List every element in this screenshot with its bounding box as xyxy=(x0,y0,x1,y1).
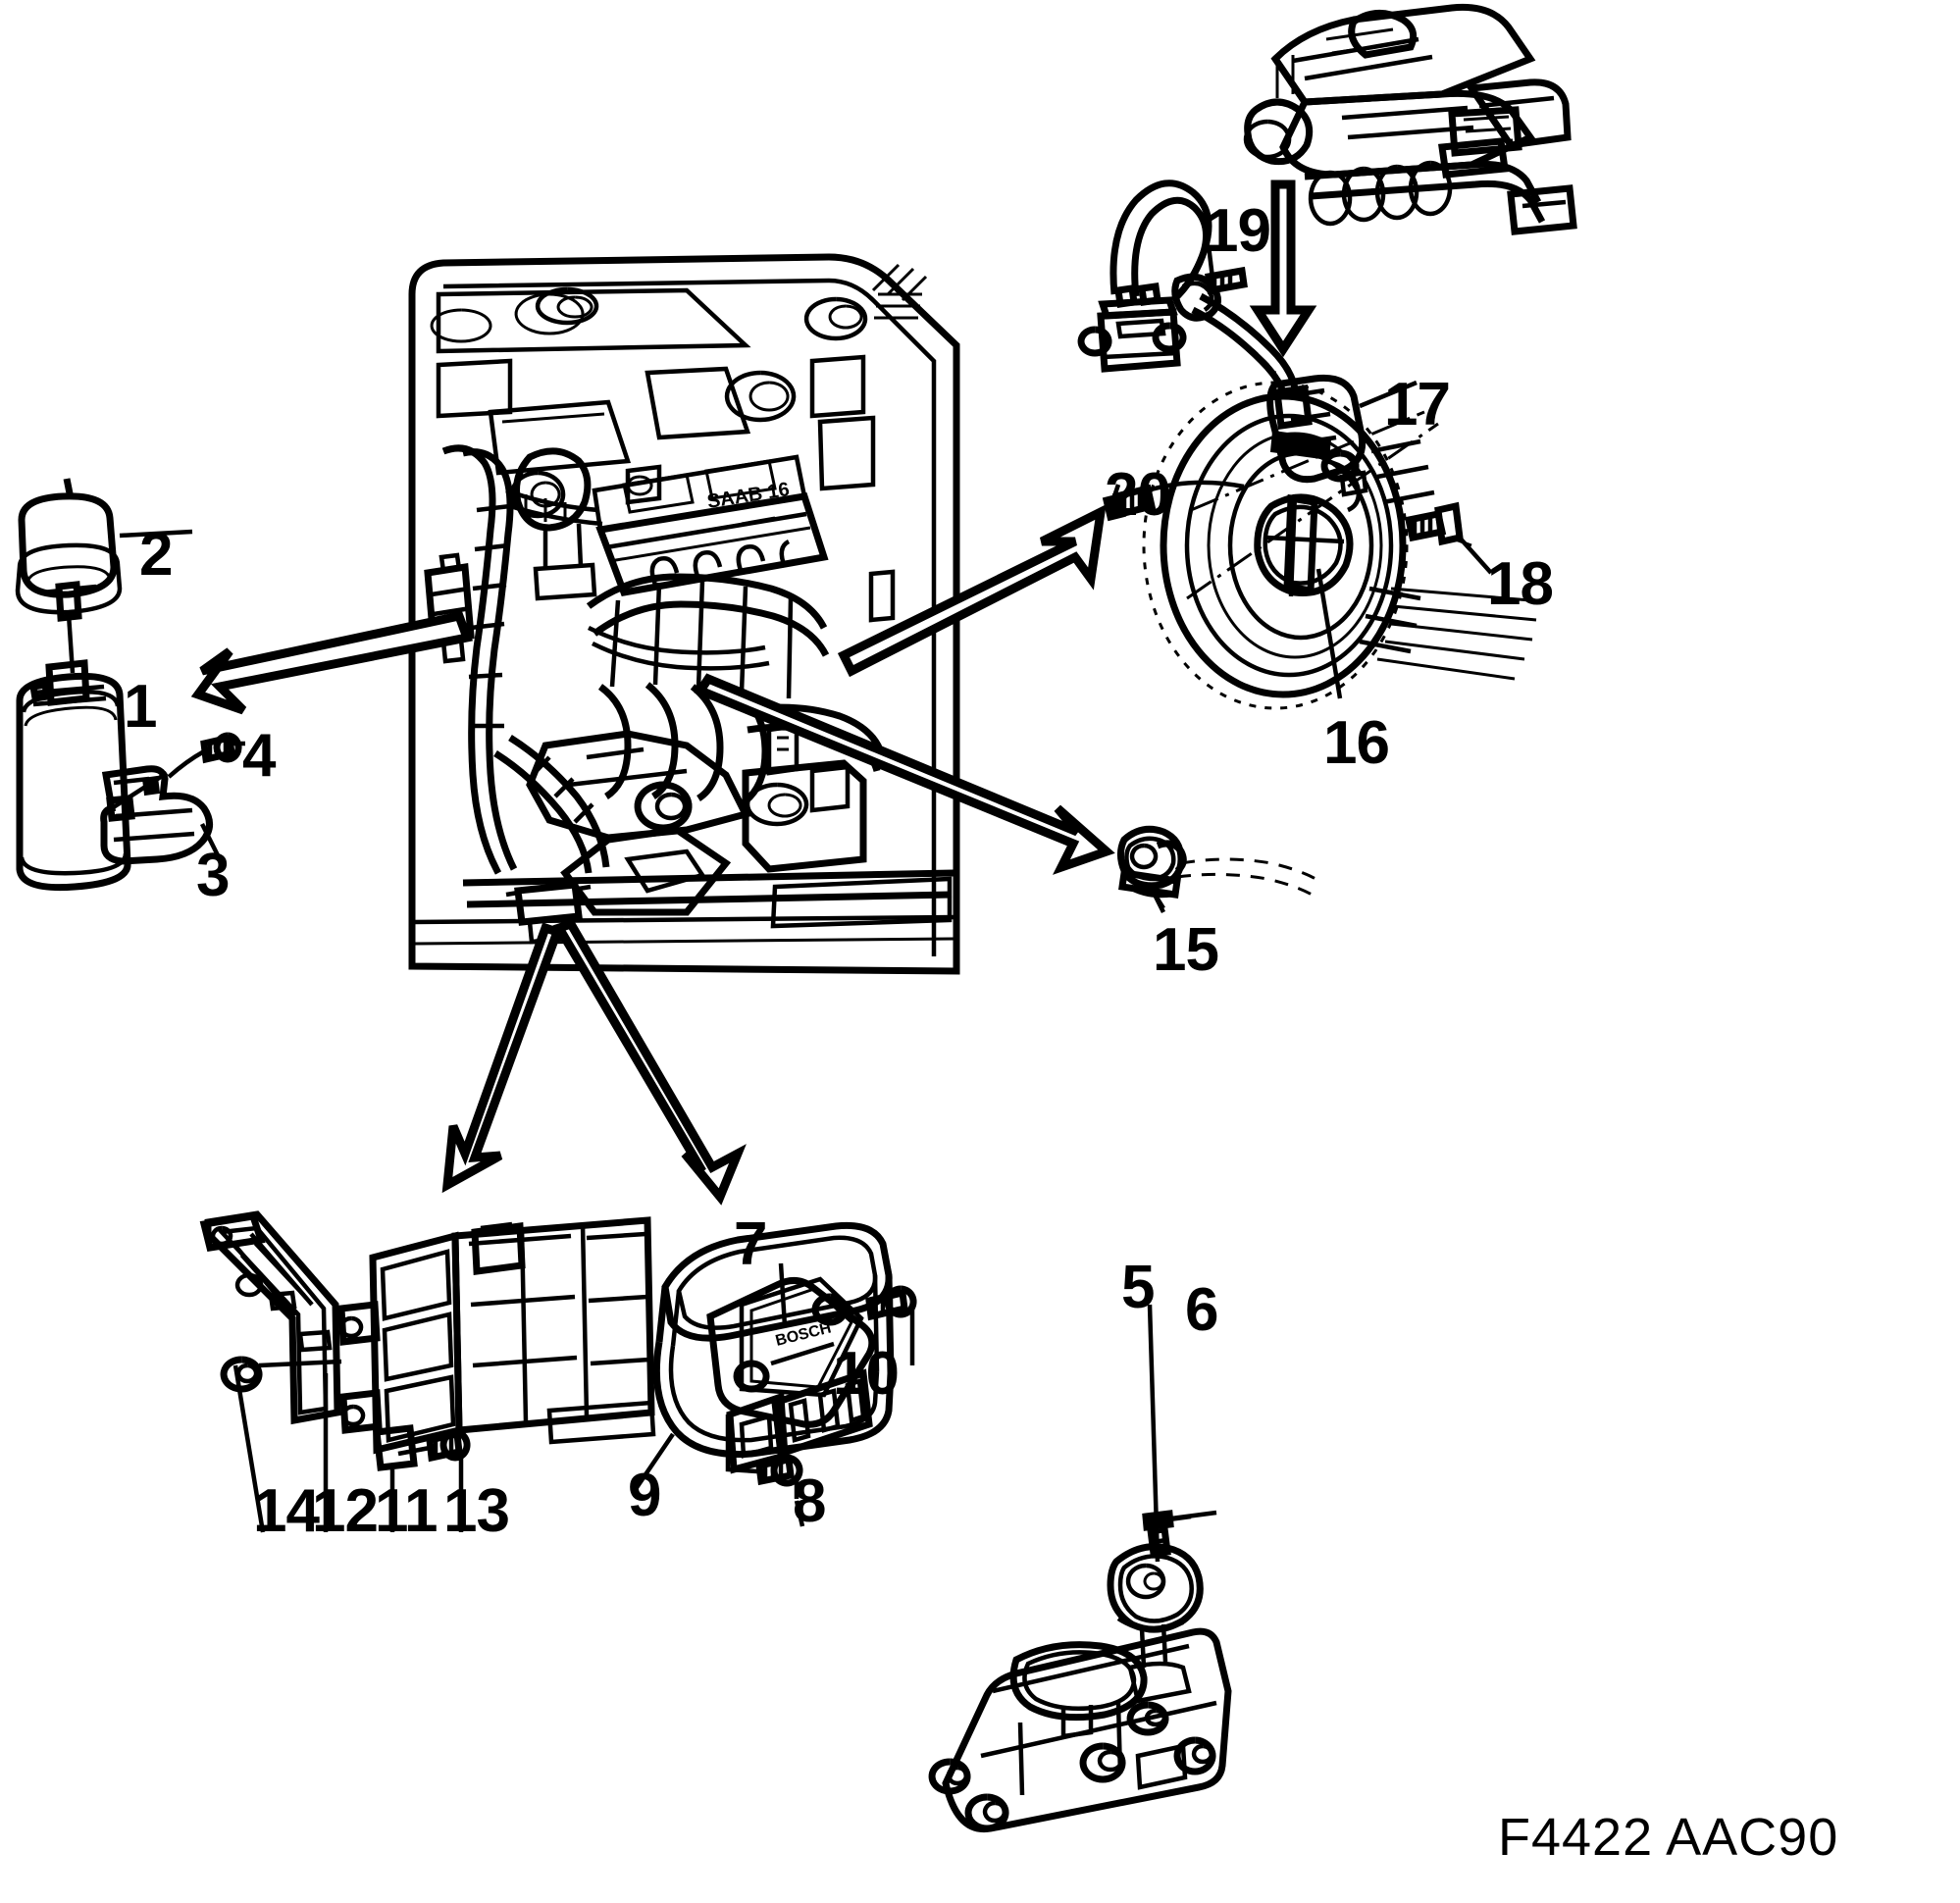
leader-8 xyxy=(794,1500,805,1527)
callout-8: 8 xyxy=(793,1467,826,1535)
leader-3 xyxy=(199,822,227,869)
callout-14: 14 xyxy=(253,1477,320,1545)
leader-9 xyxy=(634,1432,675,1491)
crankshaft-position-sensor xyxy=(1077,180,1248,373)
callout-7: 7 xyxy=(734,1210,767,1278)
leader-5 xyxy=(1147,1304,1161,1563)
callout-11: 11 xyxy=(375,1477,438,1545)
leader-1 xyxy=(110,771,169,810)
callout-20: 20 xyxy=(1105,461,1171,529)
leader-arrows xyxy=(190,180,1317,1206)
arrow-to-coil xyxy=(190,610,474,715)
leader-18 xyxy=(1456,534,1493,575)
arrow-to-knock-sensor xyxy=(694,673,1115,875)
callout-4: 4 xyxy=(242,722,276,790)
engine-bay-illustration: SAAB 16 xyxy=(408,253,960,975)
callout-3: 3 xyxy=(196,842,230,909)
callout-12: 12 xyxy=(312,1477,379,1545)
leader-19 xyxy=(1206,244,1217,295)
arrow-to-module xyxy=(552,918,747,1206)
callout-6: 6 xyxy=(1185,1276,1218,1344)
crankshaft-pulley-assembly xyxy=(1102,292,1537,710)
arrow-to-ecu xyxy=(441,922,563,1194)
leader-14 xyxy=(232,1364,266,1533)
leader-20 xyxy=(1106,484,1121,515)
callout-5: 5 xyxy=(1121,1254,1155,1321)
callout-19: 19 xyxy=(1205,197,1271,265)
callout-17: 17 xyxy=(1384,371,1451,438)
electronic-control-unit-assembly xyxy=(199,1210,656,1471)
leader-2 xyxy=(119,529,193,539)
leader-7 xyxy=(778,1262,788,1327)
arrow-to-bracket xyxy=(1249,180,1317,358)
callout-18: 18 xyxy=(1487,550,1554,618)
catalog-reference: F4422 AAC90 xyxy=(1498,1808,1839,1867)
callout-leader-lines xyxy=(110,244,1493,1563)
leader-15 xyxy=(1151,891,1166,914)
callout-2: 2 xyxy=(139,521,173,589)
knock-sensor-assembly xyxy=(1117,825,1323,910)
leader-17 xyxy=(1359,380,1418,409)
arrow-to-pulley xyxy=(837,504,1107,678)
callout-16: 16 xyxy=(1323,709,1390,777)
leader-16 xyxy=(1315,568,1343,699)
callout-10: 10 xyxy=(833,1340,900,1408)
callout-1: 1 xyxy=(124,673,157,741)
distributor-housing-assembly xyxy=(928,1510,1232,1833)
leader-6 xyxy=(1170,1510,1217,1521)
ignition-coil-assembly xyxy=(15,478,242,892)
engine-top-view-illustration xyxy=(1243,3,1577,235)
callout-15: 15 xyxy=(1153,916,1219,984)
callout-13: 13 xyxy=(443,1477,510,1545)
callout-9: 9 xyxy=(628,1462,661,1529)
